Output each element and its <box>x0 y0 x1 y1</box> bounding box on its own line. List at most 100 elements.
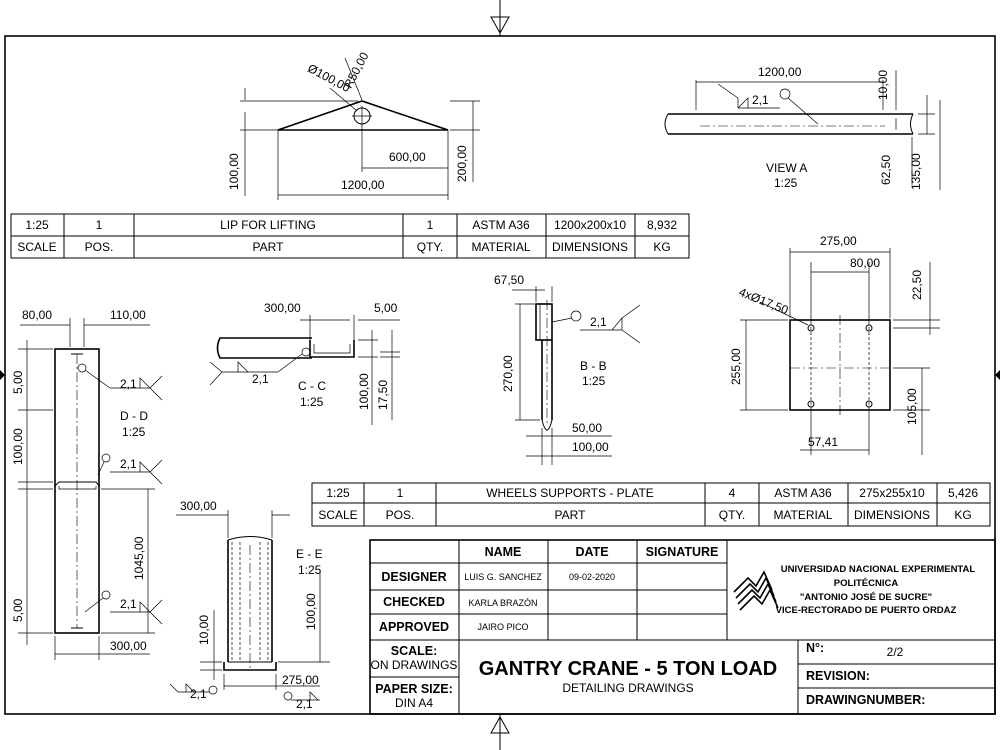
tb-designer-label: DESIGNER <box>381 570 446 584</box>
t1-pos: 1 <box>96 218 103 232</box>
t2-h-qty: QTY. <box>719 508 745 522</box>
t1-qty: 1 <box>427 218 434 232</box>
section-cc-view <box>209 315 400 425</box>
bolt-hole <box>865 400 873 408</box>
dim-plate-80: 80,00 <box>850 256 880 270</box>
dim-ee-275: 275,00 <box>282 673 319 687</box>
t2-scale: 1:25 <box>326 486 350 500</box>
tb-drawing-number-label: DRAWINGNUMBER: <box>806 693 925 707</box>
dim-dd-1045: 1045,00 <box>132 536 146 580</box>
dim-dd-5a: 5,00 <box>11 370 25 394</box>
t1-h-pos: POS. <box>85 240 114 254</box>
lip-plate-outline <box>277 100 449 131</box>
dim-plate-holes: 4xØ17,50 <box>737 285 791 318</box>
tb-scale-value: ON DRAWINGS <box>371 658 458 672</box>
section-bb-scale: 1:25 <box>582 374 606 388</box>
t1-material: ASTM A36 <box>472 218 530 232</box>
tb-number-value: 2/2 <box>887 645 904 659</box>
t1-scale: 1:25 <box>25 218 49 232</box>
tb-number-label: N°: <box>806 641 824 655</box>
bolt-hole <box>807 324 815 332</box>
tb-scale-label: SCALE: <box>391 644 438 658</box>
uni-line-2: POLITÉCNICA <box>834 578 899 589</box>
section-bb-title: B - B <box>580 359 607 373</box>
section-cc-title: C - C <box>298 379 326 393</box>
t1-h-material: MATERIAL <box>471 240 530 254</box>
centering-mark-right <box>995 370 1000 380</box>
t1-part: LIP FOR LIFTING <box>220 218 316 232</box>
weld-view-a: 2,1 <box>752 93 769 107</box>
dim-plate-5741: 57,41 <box>808 435 838 449</box>
t2-h-material: MATERIAL <box>773 508 832 522</box>
dim-ee-300: 300,00 <box>180 499 217 513</box>
t2-h-kg: KG <box>954 508 971 522</box>
dim-lip-200: 200,00 <box>455 145 469 182</box>
dim-bb-6750: 67,50 <box>494 273 524 287</box>
t2-part: WHEELS SUPPORTS - PLATE <box>486 486 654 500</box>
dim-lip-1200: 1200,00 <box>341 178 385 192</box>
uni-line-1: UNIVERSIDAD NACIONAL EXPERIMENTAL <box>781 564 976 575</box>
weld-dd-1: 2,1 <box>120 377 137 391</box>
t2-pos: 1 <box>397 486 404 500</box>
uni-line-3: "ANTONIO JOSÉ DE SUCRE" <box>800 592 932 603</box>
tb-revision-label: REVISION: <box>806 669 870 683</box>
t2-h-dimensions: DIMENSIONS <box>854 508 930 522</box>
view-a-drawing <box>664 70 941 190</box>
dim-view-a-1200: 1200,00 <box>758 65 802 79</box>
dim-plate-2250: 22,50 <box>910 270 924 300</box>
tb-col-name: NAME <box>485 545 522 559</box>
dim-dd-110: 110,00 <box>110 308 146 322</box>
tb-designer-date: 09-02-2020 <box>569 572 615 582</box>
centering-mark-top <box>490 0 510 36</box>
section-ee-view <box>169 510 330 701</box>
t2-h-part: PART <box>555 508 587 522</box>
dim-ee-10: 10,00 <box>197 615 211 645</box>
tb-paper-value: DIN A4 <box>395 696 433 710</box>
t2-dimensions: 275x255x10 <box>859 486 925 500</box>
view-a-scale: 1:25 <box>774 176 798 190</box>
section-ee-scale: 1:25 <box>298 563 322 577</box>
tb-designer-name: LUIS G. SANCHEZ <box>464 572 542 582</box>
t2-material: ASTM A36 <box>774 486 832 500</box>
dim-cc-1750: 17,50 <box>376 380 390 410</box>
dim-view-a-135: 135,00 <box>909 153 923 190</box>
section-bb-view <box>512 286 641 465</box>
t1-h-qty: QTY. <box>417 240 443 254</box>
wheel-support-plate-view <box>740 248 940 455</box>
section-ee-title: E - E <box>296 547 323 561</box>
section-dd-title: D - D <box>120 409 148 423</box>
dim-view-a-10: 10,00 <box>876 70 890 100</box>
bolt-hole <box>807 400 815 408</box>
dim-bb-50: 50,00 <box>572 421 602 435</box>
section-cc-scale: 1:25 <box>300 395 324 409</box>
view-a-title: VIEW A <box>766 161 807 175</box>
weld-cc: 2,1 <box>252 372 269 386</box>
t2-kg: 5,426 <box>948 486 978 500</box>
dim-lip-600: 600,00 <box>389 150 426 164</box>
dim-view-a-6250: 62,50 <box>879 155 893 185</box>
part-table-lip <box>10 213 690 259</box>
dim-dd-5b: 5,00 <box>11 598 25 622</box>
university-logo <box>733 570 779 611</box>
bolt-hole <box>865 324 873 332</box>
title-block <box>369 539 996 715</box>
tb-checked-label: CHECKED <box>383 595 445 609</box>
centering-mark-left <box>0 370 5 380</box>
tb-col-signature: SIGNATURE <box>646 545 719 559</box>
tb-paper-label: PAPER SIZE: <box>375 682 453 696</box>
t1-h-scale: SCALE <box>17 240 56 254</box>
dim-cc-300: 300,00 <box>264 301 301 315</box>
dim-bb-100: 100,00 <box>572 440 609 454</box>
section-dd-scale: 1:25 <box>122 425 146 439</box>
dim-lip-d100: Ø100,00 <box>305 61 353 95</box>
dim-plate-275: 275,00 <box>820 234 857 248</box>
t2-h-scale: SCALE <box>318 508 357 522</box>
dim-bb-270: 270,00 <box>501 355 515 392</box>
centering-mark-bottom <box>490 714 510 750</box>
weld-dd-2: 2,1 <box>120 457 137 471</box>
dim-cc-5: 5,00 <box>374 301 398 315</box>
tb-col-date: DATE <box>575 545 608 559</box>
weld-dd-3: 2,1 <box>120 597 137 611</box>
weld-bb: 2,1 <box>590 315 607 329</box>
